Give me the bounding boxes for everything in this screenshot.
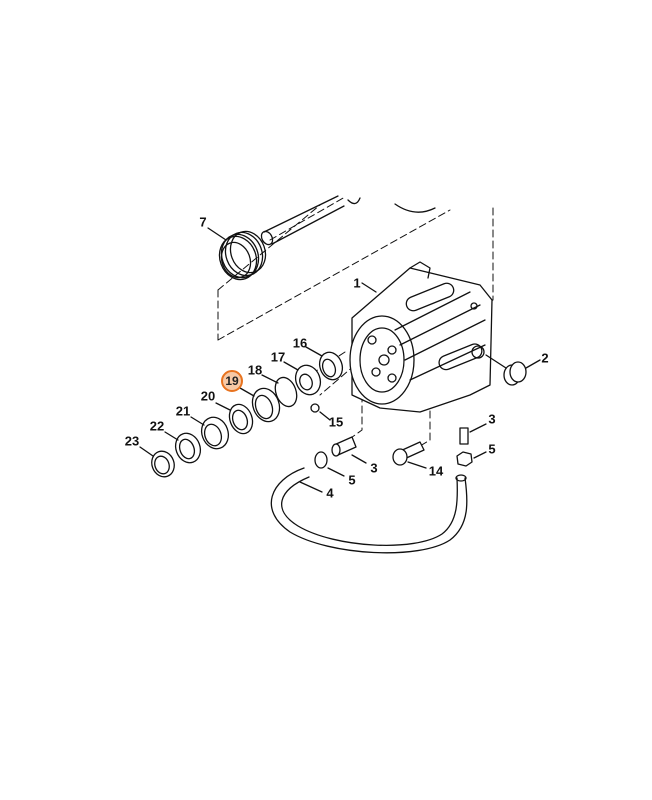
callout-5-right[interactable]: 5 xyxy=(488,441,496,457)
fitting-part-3-left xyxy=(331,436,367,464)
callout-19-highlighted[interactable]: 19 xyxy=(221,370,243,392)
callout-15[interactable]: 15 xyxy=(328,414,344,430)
callout-3-right[interactable]: 3 xyxy=(488,411,496,427)
o-ring-part-15 xyxy=(310,403,331,421)
callout-3-left[interactable]: 3 xyxy=(370,460,378,476)
callout-4[interactable]: 4 xyxy=(326,485,334,501)
spring-part-7 xyxy=(218,230,267,281)
callout-2[interactable]: 2 xyxy=(541,350,549,366)
screw-part-14 xyxy=(392,441,427,469)
pin-part xyxy=(260,195,345,246)
callout-23[interactable]: 23 xyxy=(124,433,140,449)
seal-part-19 xyxy=(239,387,281,423)
seal-part-20 xyxy=(215,402,254,435)
ring-part-17 xyxy=(283,361,322,396)
seal-part-21 xyxy=(190,416,230,450)
ring-part-16 xyxy=(305,346,344,381)
callout-14[interactable]: 14 xyxy=(428,463,444,479)
seal-part-22 xyxy=(164,431,202,464)
nut-part-5-right xyxy=(456,451,487,467)
o-ring-part-18 xyxy=(261,374,298,408)
callout-1[interactable]: 1 xyxy=(353,275,361,291)
callout-7[interactable]: 7 xyxy=(199,214,207,230)
fitting-part-3-right xyxy=(459,423,487,445)
callout-18[interactable]: 18 xyxy=(247,362,263,378)
callout-17[interactable]: 17 xyxy=(270,349,286,365)
hose-part-4 xyxy=(270,467,468,554)
callout-21[interactable]: 21 xyxy=(175,403,191,419)
callout-5-left[interactable]: 5 xyxy=(348,472,356,488)
callout-16[interactable]: 16 xyxy=(292,335,308,351)
callout-20[interactable]: 20 xyxy=(200,388,216,404)
callout-22[interactable]: 22 xyxy=(149,418,165,434)
plug-part-2 xyxy=(485,354,541,386)
ring-part-23 xyxy=(139,446,175,478)
callout-19-label: 19 xyxy=(225,374,239,388)
assembly-lines xyxy=(217,196,494,447)
ferrule-part-5-left xyxy=(314,451,345,477)
pump-housing-part-1 xyxy=(349,261,493,413)
